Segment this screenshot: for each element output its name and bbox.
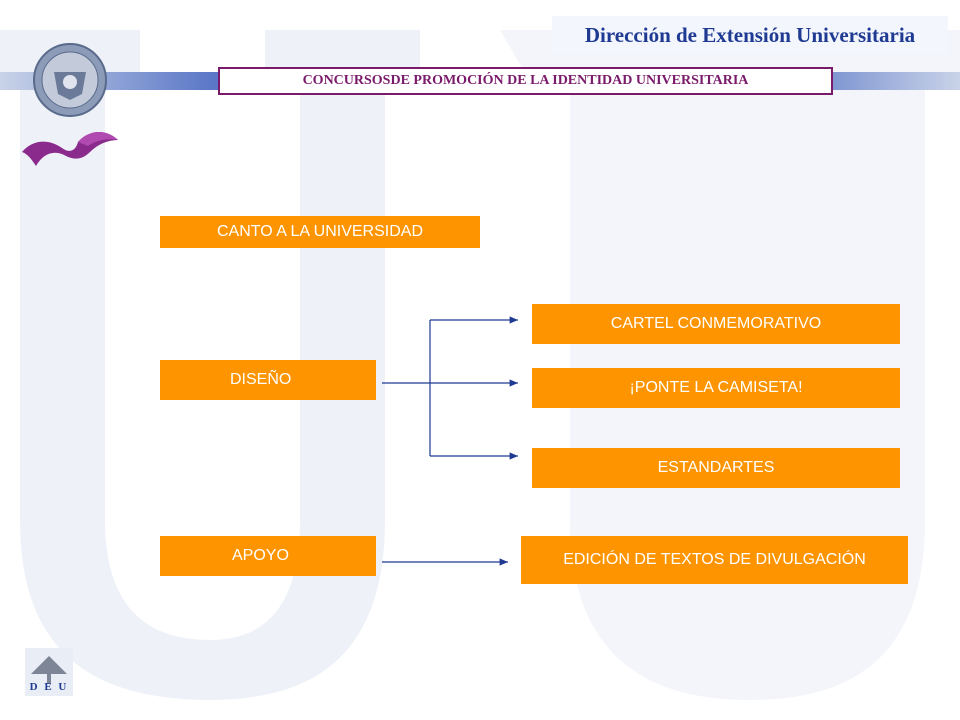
node-camiseta: ¡PONTE LA CAMISETA! <box>532 368 900 408</box>
page-subtitle: CONCURSOSDE PROMOCIÓN DE LA IDENTIDAD UN… <box>218 67 833 95</box>
node-canto: CANTO A LA UNIVERSIDAD <box>160 216 480 248</box>
home-icon <box>31 656 67 684</box>
node-edicion: EDICIÓN DE TEXTOS DE DIVULGACIÓN <box>521 536 908 584</box>
university-seal-icon <box>33 43 107 117</box>
node-apoyo: APOYO <box>160 536 376 576</box>
home-button[interactable]: D E U <box>25 648 73 696</box>
node-estandartes: ESTANDARTES <box>532 448 900 488</box>
home-label: D E U <box>29 681 69 693</box>
node-cartel: CARTEL CONMEMORATIVO <box>532 304 900 344</box>
page-title: Dirección de Extensión Universitaria <box>552 16 948 54</box>
node-diseno: DISEÑO <box>160 360 376 400</box>
bird-logo-icon <box>22 131 118 166</box>
